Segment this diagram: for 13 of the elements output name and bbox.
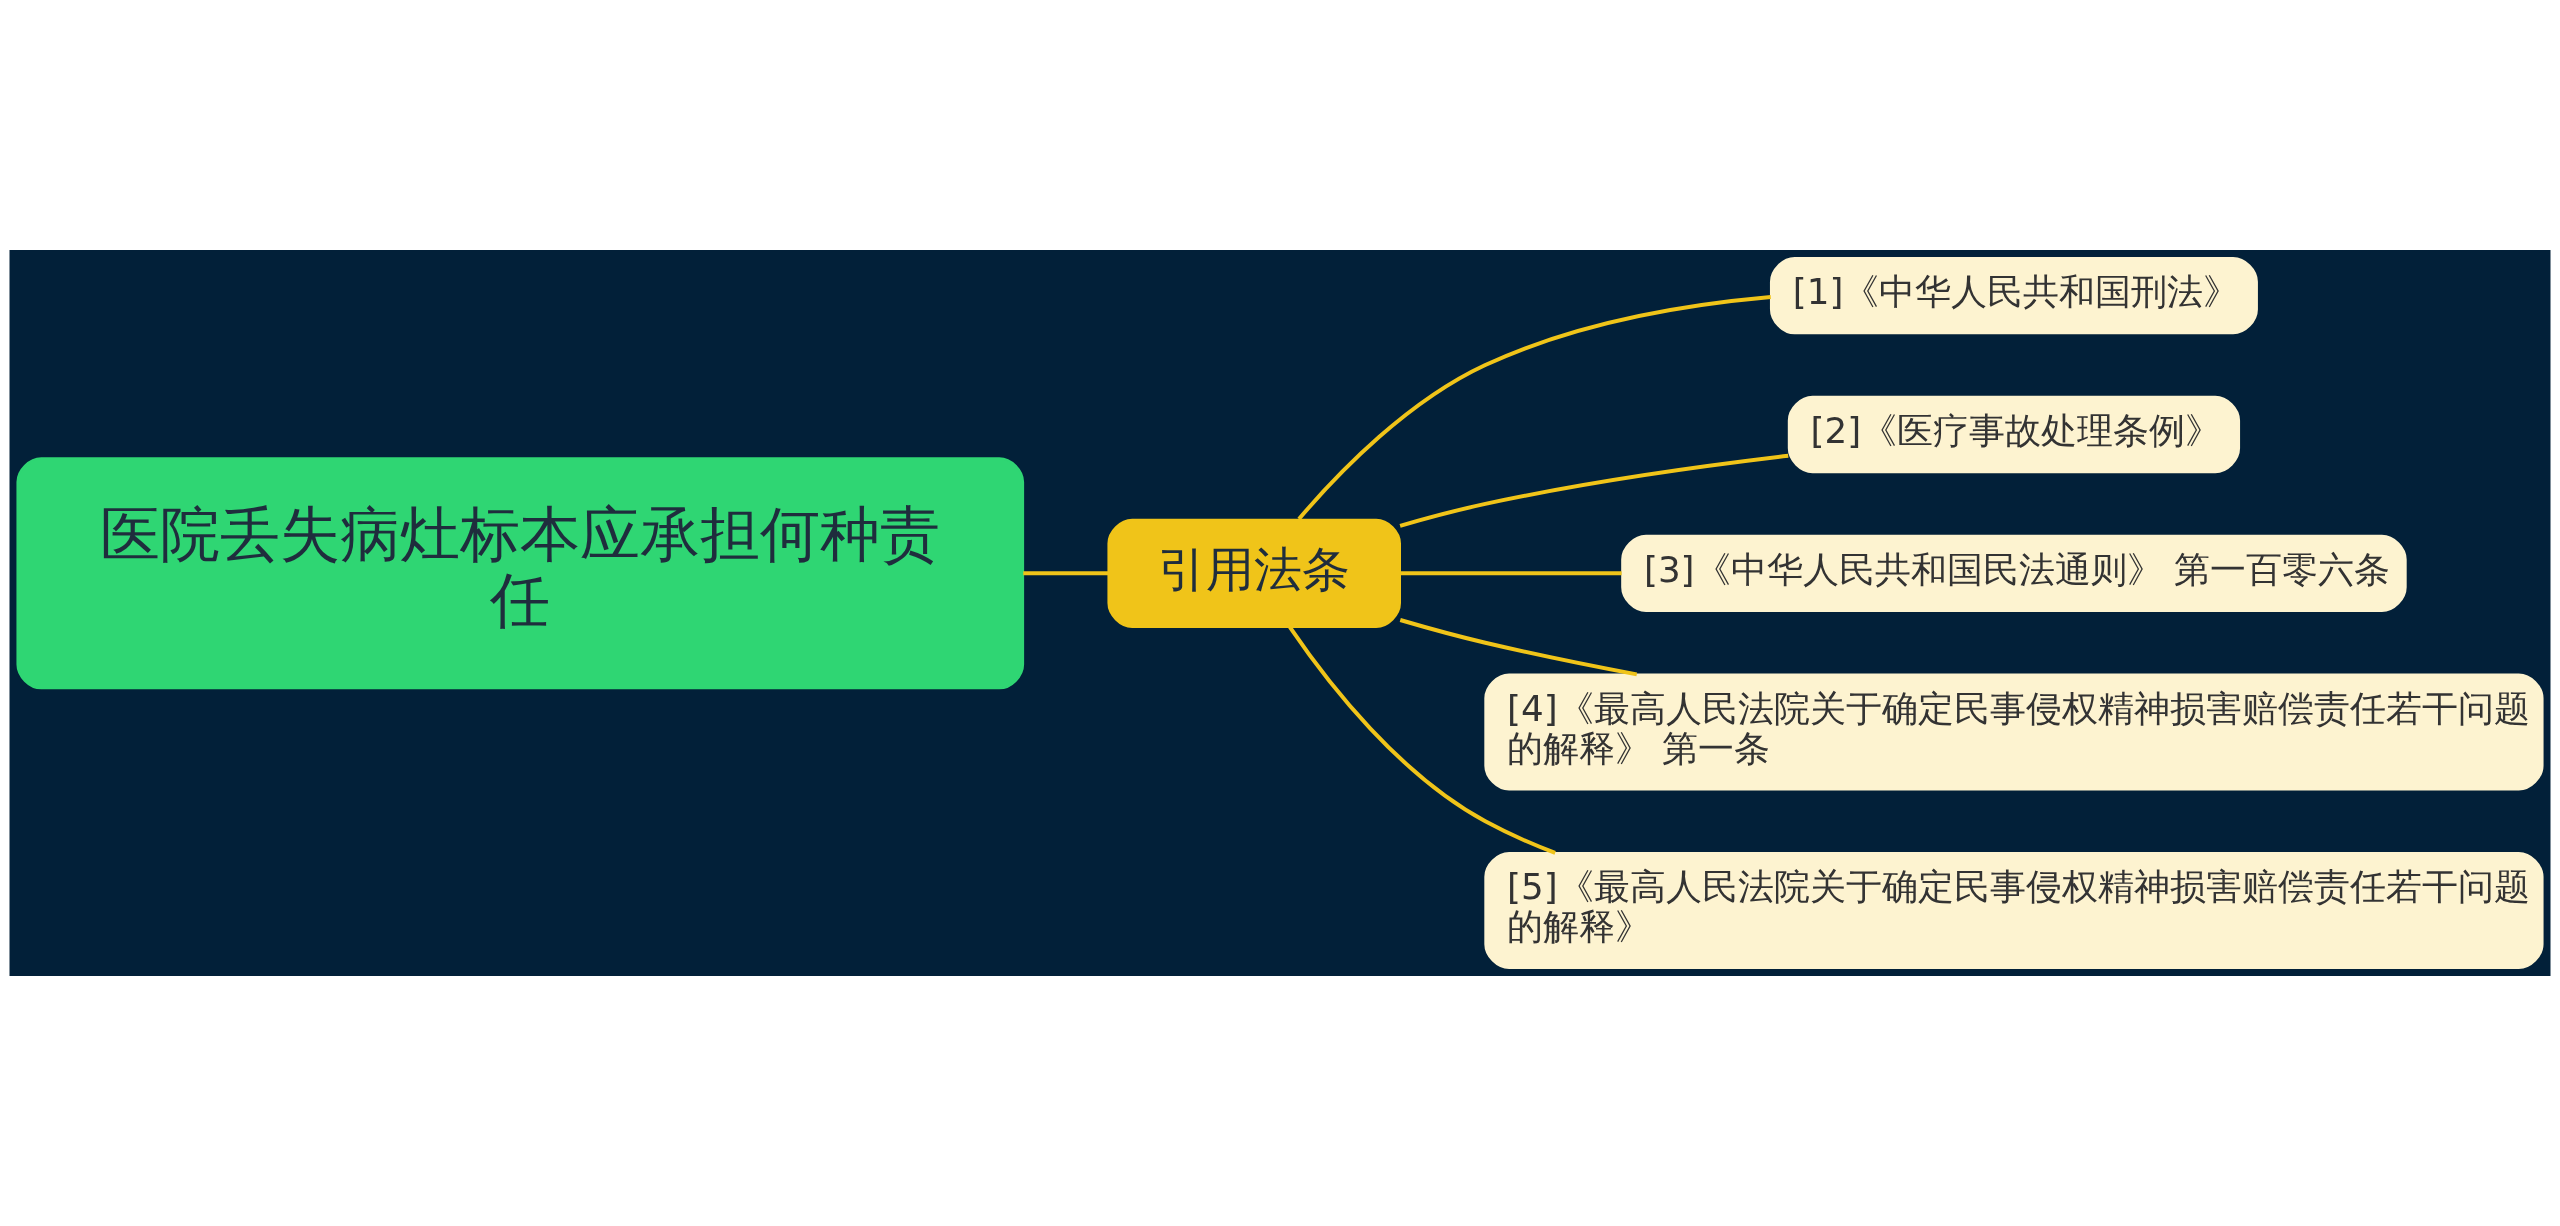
node-box: [4]《最高人民法院关于确定民事侵权精神损害赔偿责任若干问题的解释》 第一条 bbox=[1484, 673, 2544, 791]
connector bbox=[1399, 453, 1789, 528]
node-box: 医院丢失病灶标本应承担何种责任 bbox=[16, 457, 1025, 690]
node-box: [1]《中华人民共和国刑法》 bbox=[1769, 256, 2258, 335]
connector bbox=[1297, 295, 1771, 521]
connector bbox=[1399, 618, 1638, 677]
connector bbox=[1288, 625, 1556, 855]
node-box: [5]《最高人民法院关于确定民事侵权精神损害赔偿责任若干问题的解释》 bbox=[1484, 852, 2544, 970]
node-box: [3]《中华人民共和国民法通则》 第一百零六条 bbox=[1621, 534, 2407, 612]
connector bbox=[1023, 571, 1109, 576]
node-box: 引用法条 bbox=[1107, 518, 1401, 628]
connector bbox=[1400, 571, 1622, 576]
node-box: [2]《医疗事故处理条例》 bbox=[1787, 395, 2241, 474]
